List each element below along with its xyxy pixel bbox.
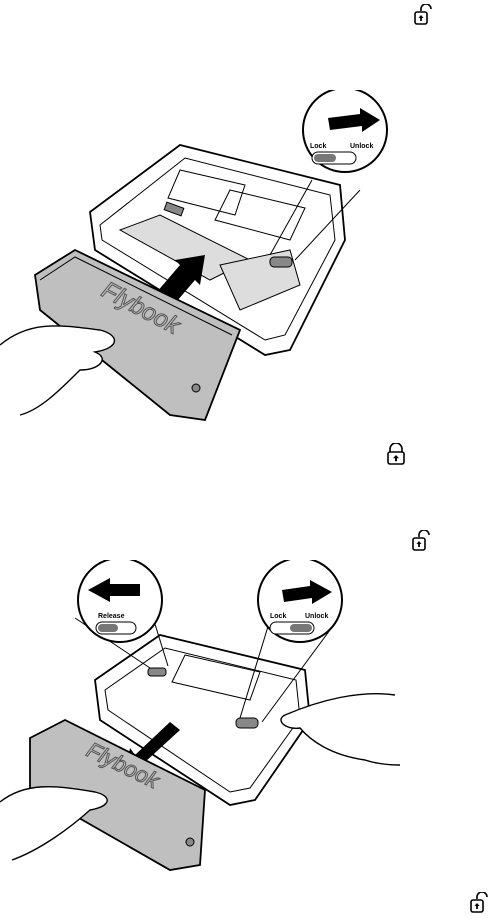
battery-remove-illustration: Release Lock Unlock Flybook [0,560,497,880]
unlock-icon [410,530,434,559]
unlock-icon [412,4,436,33]
unlock-label: Unlock [350,143,373,150]
hand [0,326,114,415]
lock-label: Lock [310,143,326,150]
unlock-icon [384,443,408,472]
release-label: Release [98,613,125,620]
lock-label: Lock [270,613,286,620]
unlock-label: Unlock [305,613,328,620]
battery-insert-illustration: Lock Unlock Flybook [0,90,497,430]
